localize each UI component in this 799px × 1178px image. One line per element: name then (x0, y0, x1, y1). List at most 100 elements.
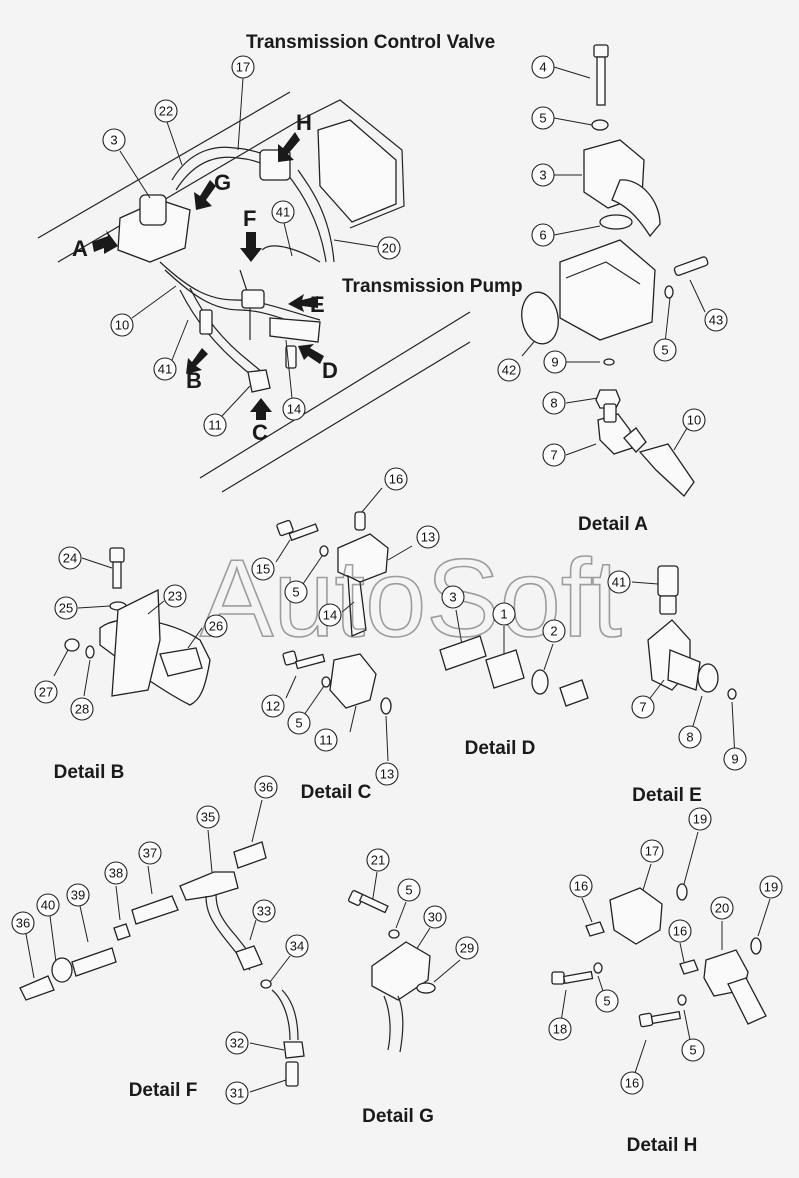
letter-a: A (72, 236, 88, 261)
detail-b-label: Detail B (54, 762, 125, 783)
callout-h18: 18 (548, 1017, 572, 1041)
callout-a5: 5 (531, 106, 555, 130)
callout-g5: 5 (397, 878, 421, 902)
callout-e8: 8 (678, 725, 702, 749)
letter-f: F (243, 206, 256, 231)
detail-h-label: Detail H (627, 1135, 698, 1156)
callout-41b: 41 (153, 319, 189, 381)
svg-text:19: 19 (764, 880, 778, 895)
svg-text:5: 5 (661, 343, 668, 358)
svg-text:14: 14 (287, 402, 301, 417)
svg-text:37: 37 (143, 846, 157, 861)
svg-text:28: 28 (75, 702, 89, 717)
svg-text:23: 23 (168, 589, 182, 604)
callout-14: 14 (282, 339, 306, 421)
heading-pump: Transmission Pump (342, 276, 523, 297)
detail-c-label: Detail C (301, 782, 372, 803)
detail-d-label: Detail D (465, 738, 536, 759)
callout-a9: 9 (543, 350, 567, 374)
svg-text:3: 3 (539, 168, 546, 183)
callout-c16: 16 (384, 467, 408, 491)
frame-rails (37, 91, 471, 493)
svg-text:10: 10 (687, 413, 701, 428)
svg-text:3: 3 (110, 133, 117, 148)
callout-f31: 31 (225, 1081, 249, 1105)
callout-b27: 27 (34, 680, 58, 704)
svg-text:30: 30 (428, 910, 442, 925)
housing-block (317, 119, 397, 223)
svg-text:2: 2 (550, 624, 557, 639)
callout-h20: 20 (710, 896, 734, 920)
callout-c12: 12 (261, 694, 285, 718)
svg-text:14: 14 (323, 608, 337, 623)
detail-f-label: Detail F (129, 1080, 198, 1101)
letter-b: B (186, 368, 202, 393)
hose-14 (269, 317, 321, 343)
callout-c11b: 11 (314, 728, 338, 752)
detail-b-parts (53, 547, 211, 706)
svg-text:33: 33 (257, 904, 271, 919)
svg-text:22: 22 (159, 104, 173, 119)
svg-text:20: 20 (715, 901, 729, 916)
svg-text:11: 11 (319, 733, 333, 748)
svg-text:25: 25 (59, 601, 73, 616)
svg-text:16: 16 (389, 472, 403, 487)
callout-f32: 32 (225, 1031, 249, 1055)
svg-text:36: 36 (16, 916, 30, 931)
svg-text:41: 41 (158, 362, 172, 377)
detail-g-label: Detail G (362, 1106, 434, 1127)
detail-a-parts (521, 44, 709, 497)
callout-f40: 40 (36, 893, 60, 917)
svg-text:20: 20 (382, 241, 396, 256)
svg-text:16: 16 (673, 924, 687, 939)
svg-text:34: 34 (290, 939, 304, 954)
callout-c14b: 14 (318, 603, 342, 627)
detail-e-label: Detail E (632, 785, 702, 806)
svg-text:42: 42 (502, 363, 516, 378)
svg-text:17: 17 (645, 844, 659, 859)
callout-d1: 1 (492, 602, 516, 626)
svg-text:43: 43 (709, 313, 723, 328)
detail-e-parts (631, 565, 737, 759)
callout-20: 20 (333, 236, 401, 260)
svg-text:36: 36 (259, 780, 273, 795)
svg-text:9: 9 (551, 355, 558, 370)
bracket-23 (111, 588, 161, 697)
direction-arrows (92, 132, 324, 420)
svg-text:41: 41 (276, 205, 290, 220)
callout-g29: 29 (455, 936, 479, 960)
letter-g: G (214, 170, 231, 195)
svg-text:8: 8 (686, 730, 693, 745)
detail-c-parts (275, 487, 413, 762)
svg-text:17: 17 (236, 60, 250, 75)
callout-a43: 43 (704, 308, 728, 332)
pump-body (559, 239, 656, 341)
svg-text:3: 3 (449, 590, 456, 605)
detail-g-parts (348, 871, 461, 1053)
letter-h: H (296, 110, 312, 135)
callout-e41: 41 (607, 570, 631, 594)
svg-text:11: 11 (208, 418, 222, 433)
svg-text:5: 5 (539, 111, 546, 126)
callout-h5: 5 (595, 989, 619, 1013)
detail-a-label: Detail A (578, 514, 648, 535)
callout-a3: 3 (531, 163, 555, 187)
svg-text:35: 35 (201, 810, 215, 825)
callout-a10: 10 (682, 408, 706, 432)
callout-f38: 38 (104, 861, 128, 885)
callout-a5b: 5 (653, 338, 677, 362)
svg-text:26: 26 (209, 619, 223, 634)
svg-text:21: 21 (371, 853, 385, 868)
callout-b28: 28 (70, 697, 94, 721)
callout-g21: 21 (366, 848, 390, 872)
callout-f36b: 36 (11, 911, 35, 935)
callout-h17: 17 (640, 839, 664, 863)
callout-b25: 25 (54, 596, 78, 620)
callout-f33: 33 (252, 899, 276, 923)
callout-f34: 34 (285, 934, 309, 958)
callout-d3: 3 (441, 585, 465, 609)
svg-text:18: 18 (553, 1022, 567, 1037)
callout-h16b: 16 (668, 919, 692, 943)
